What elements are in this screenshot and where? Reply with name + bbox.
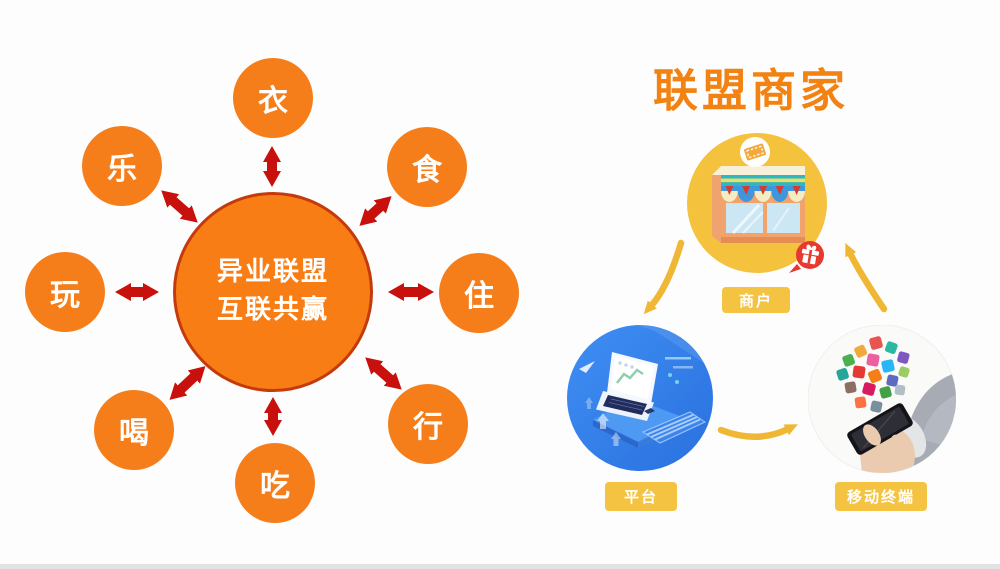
- satellite-label: 玩: [50, 278, 80, 313]
- satellite-circle-drink: 喝: [94, 390, 174, 470]
- gift-badge-icon: [789, 241, 824, 273]
- slide-bottom-edge: [0, 564, 1000, 569]
- satellite-circle-clothing: 衣: [233, 58, 313, 138]
- satellite-circle-eat: 吃: [235, 443, 315, 523]
- satellite-label: 食: [412, 153, 442, 188]
- flow-arrow-mobile-to-merchant: [845, 243, 888, 313]
- merchant-label: 商户: [722, 287, 790, 313]
- red-double-arrow-top-right: [359, 196, 392, 226]
- merchant-node: [687, 133, 827, 273]
- satellite-label: 住: [464, 279, 494, 314]
- paper-plane-icon: [579, 361, 595, 373]
- satellite-circle-play: 玩: [25, 252, 105, 332]
- satellite-label: 吃: [260, 469, 290, 504]
- flow-arrow-merchant-to-platform: [643, 239, 685, 315]
- hub-label-line1: 异业联盟: [216, 257, 329, 288]
- merchant-label-text: 商户: [738, 291, 773, 310]
- mobile-terminal-label-text: 移动终端: [846, 488, 915, 506]
- laptop-platform-icon: [579, 325, 713, 448]
- platform-node: [567, 325, 713, 471]
- satellite-circle-travel: 行: [388, 384, 468, 464]
- platform-label-text: 平台: [623, 488, 658, 506]
- up-arrows-decoration: [585, 397, 621, 446]
- satellite-label: 行: [413, 410, 443, 445]
- flow-arrow-platform-to-mobile: [717, 424, 798, 440]
- mobile-node: [808, 325, 956, 473]
- satellite-label: 乐: [107, 152, 137, 187]
- alliance-merchants-title: 联盟商家: [653, 64, 850, 117]
- hub-circle: 异业联盟 互联共赢: [173, 192, 373, 392]
- red-double-arrow-bottom-left: [169, 366, 206, 400]
- mobile-terminal-label: 移动终端: [835, 482, 927, 511]
- app-icons-cloud: [836, 336, 910, 413]
- red-double-arrow-top-left: [161, 190, 198, 223]
- coupon-icon: [740, 137, 770, 167]
- hub-label-line2: 互联共赢: [216, 295, 329, 325]
- satellite-label: 衣: [258, 84, 288, 119]
- satellite-circle-housing: 住: [439, 253, 519, 333]
- storefront-icon: [712, 166, 805, 243]
- satellite-circle-fun: 乐: [82, 126, 162, 206]
- satellite-label: 喝: [119, 416, 149, 451]
- platform-label: 平台: [605, 482, 677, 511]
- red-double-arrow-bottom-right: [365, 357, 402, 390]
- satellite-circle-food: 食: [387, 127, 467, 207]
